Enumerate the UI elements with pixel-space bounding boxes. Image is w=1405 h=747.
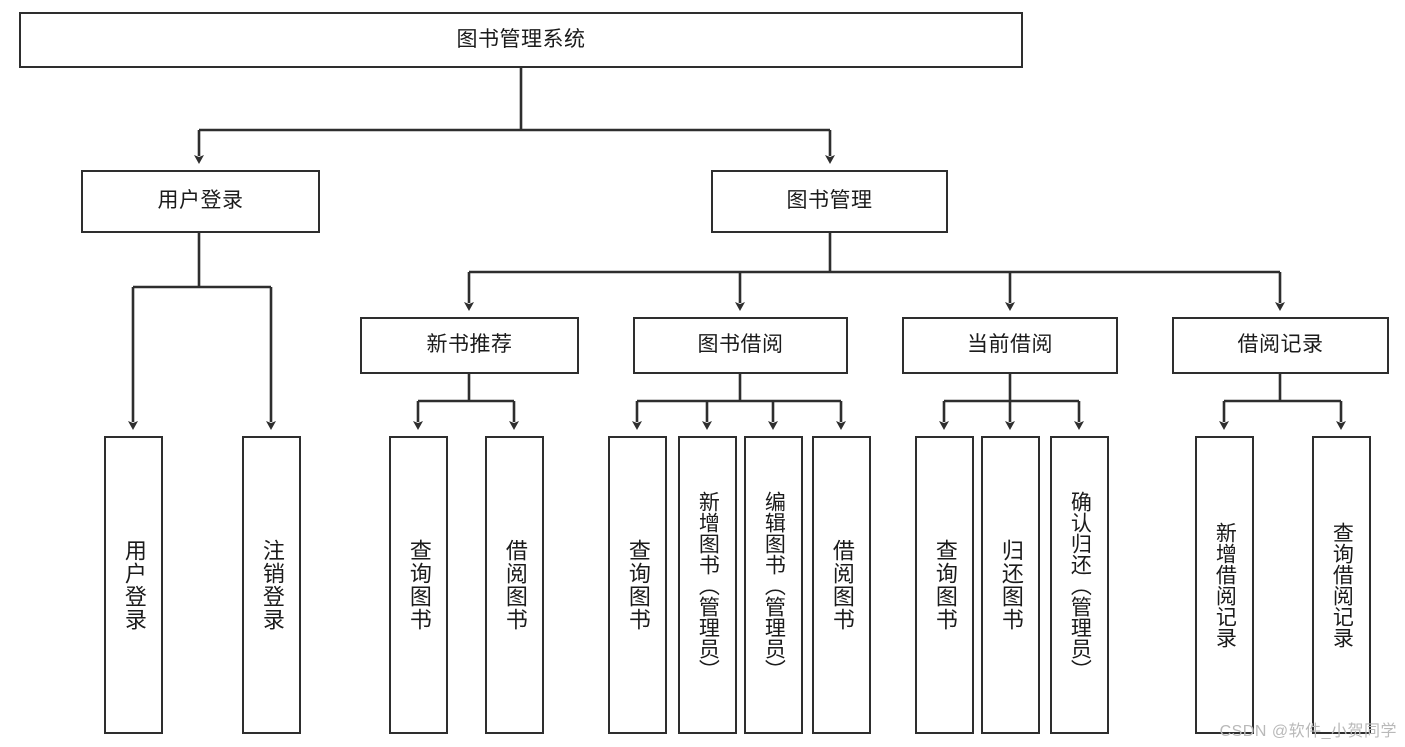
node-leaf-add-book[interactable]: 新增图书（管理员） xyxy=(678,436,737,734)
node-leaf-query-book-2[interactable]: 查询图书 xyxy=(608,436,667,734)
node-leaf-query-record-label: 查询借阅记录 xyxy=(1330,522,1354,648)
node-borrow-record[interactable]: 借阅记录 xyxy=(1172,317,1389,374)
node-leaf-edit-book-label: 编辑图书（管理员） xyxy=(762,490,786,680)
node-leaf-add-record-label: 新增借阅记录 xyxy=(1213,522,1237,648)
node-new-book-recommend-label: 新书推荐 xyxy=(426,333,513,357)
node-leaf-return-book[interactable]: 归还图书 xyxy=(981,436,1040,734)
node-leaf-confirm-return[interactable]: 确认归还（管理员） xyxy=(1050,436,1109,734)
node-root-label: 图书管理系统 xyxy=(456,27,586,51)
node-leaf-add-record[interactable]: 新增借阅记录 xyxy=(1195,436,1254,734)
node-leaf-confirm-return-label: 确认归还（管理员） xyxy=(1068,490,1092,680)
node-leaf-borrow-book-1-label: 借阅图书 xyxy=(502,539,528,631)
node-current-borrow-label: 当前借阅 xyxy=(967,333,1053,357)
node-book-borrow-label: 图书借阅 xyxy=(697,333,784,357)
node-leaf-add-book-label: 新增图书（管理员） xyxy=(696,490,720,680)
node-book-borrow[interactable]: 图书借阅 xyxy=(633,317,848,374)
node-book-management[interactable]: 图书管理 xyxy=(711,170,948,233)
node-current-borrow[interactable]: 当前借阅 xyxy=(902,317,1118,374)
node-leaf-borrow-book-1[interactable]: 借阅图书 xyxy=(485,436,544,734)
node-leaf-query-book-3[interactable]: 查询图书 xyxy=(915,436,974,734)
node-leaf-user-login-label: 用户登录 xyxy=(121,539,147,631)
node-book-management-label: 图书管理 xyxy=(786,189,873,213)
node-user-login[interactable]: 用户登录 xyxy=(81,170,320,233)
node-leaf-query-book-2-label: 查询图书 xyxy=(625,539,651,631)
node-leaf-query-book-1-label: 查询图书 xyxy=(406,539,432,631)
node-leaf-query-book-1[interactable]: 查询图书 xyxy=(389,436,448,734)
node-leaf-user-logout-label: 注销登录 xyxy=(259,539,285,631)
node-leaf-query-book-3-label: 查询图书 xyxy=(932,539,958,631)
node-leaf-edit-book[interactable]: 编辑图书（管理员） xyxy=(744,436,803,734)
watermark-text: CSDN @软件_小贺同学 xyxy=(1219,723,1397,740)
node-leaf-borrow-book-2[interactable]: 借阅图书 xyxy=(812,436,871,734)
node-leaf-borrow-book-2-label: 借阅图书 xyxy=(829,539,855,631)
node-leaf-user-login[interactable]: 用户登录 xyxy=(104,436,163,734)
node-user-login-label: 用户登录 xyxy=(157,189,244,213)
node-leaf-return-book-label: 归还图书 xyxy=(998,539,1024,631)
node-leaf-user-logout[interactable]: 注销登录 xyxy=(242,436,301,734)
node-new-book-recommend[interactable]: 新书推荐 xyxy=(360,317,579,374)
node-leaf-query-record[interactable]: 查询借阅记录 xyxy=(1312,436,1371,734)
node-root[interactable]: 图书管理系统 xyxy=(19,12,1023,68)
node-borrow-record-label: 借阅记录 xyxy=(1237,333,1324,357)
